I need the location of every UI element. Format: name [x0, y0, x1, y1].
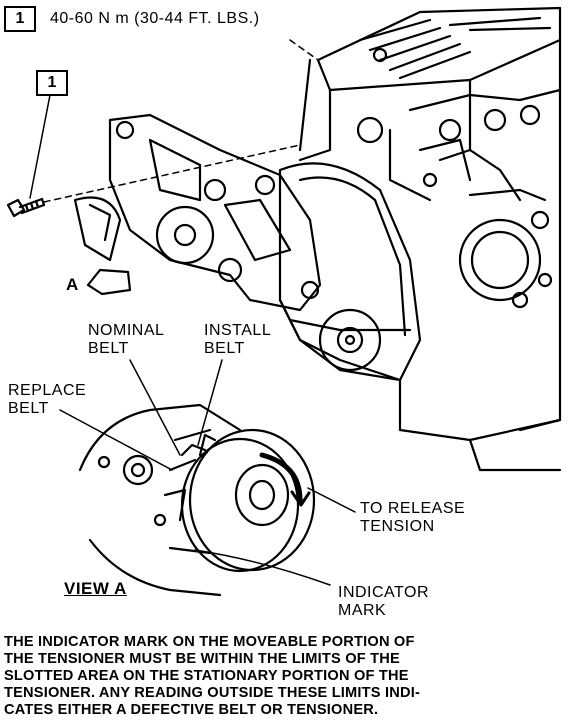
engine-block	[278, 6, 562, 472]
tensioner-assembly	[78, 403, 316, 597]
release-tension-label: TO RELEASE TENSION	[360, 500, 466, 535]
caption-line: CATES EITHER A DEFECTIVE BELT OR TENSION…	[4, 702, 379, 718]
indicator-mark-label: INDICATOR MARK	[338, 584, 430, 619]
spec-callout-number: 1	[4, 6, 36, 32]
view-a-arrow	[86, 268, 132, 296]
install-belt-leader	[197, 359, 223, 446]
bolt-leader-line	[29, 94, 51, 199]
dashed-align-line-2	[289, 39, 319, 61]
torque-spec-text: 40-60 N m (30-44 FT. LBS.)	[50, 10, 260, 27]
caption: THE INDICATOR MARK ON THE MOVEABLE PORTI…	[4, 634, 576, 719]
accessory-bracket	[73, 113, 322, 312]
release-tension-leader	[307, 487, 356, 513]
nominal-belt-label: NOMINAL BELT	[88, 322, 165, 357]
caption-line: TENSIONER. ANY READING OUTSIDE THESE LIM…	[4, 685, 421, 701]
caption-line: SLOTTED AREA ON THE STATIONARY PORTION O…	[4, 668, 409, 684]
replace-belt-label: REPLACE BELT	[8, 382, 87, 417]
view-a-title: VIEW A	[64, 579, 127, 598]
timing-cover	[278, 162, 422, 382]
caption-line: THE TENSIONER MUST BE WITHIN THE LIMITS …	[4, 651, 400, 667]
install-belt-label: INSTALL BELT	[204, 322, 272, 357]
bolt-callout-number: 1	[36, 70, 68, 96]
caption-line: THE INDICATOR MARK ON THE MOVEABLE PORTI…	[4, 634, 415, 650]
view-a-marker-label: A	[66, 275, 79, 294]
nominal-belt-leader	[129, 359, 181, 456]
replace-belt-leader	[59, 409, 173, 471]
indicator-mark-leader	[194, 549, 331, 586]
bolt	[6, 197, 46, 218]
dashed-align-line	[43, 144, 301, 203]
